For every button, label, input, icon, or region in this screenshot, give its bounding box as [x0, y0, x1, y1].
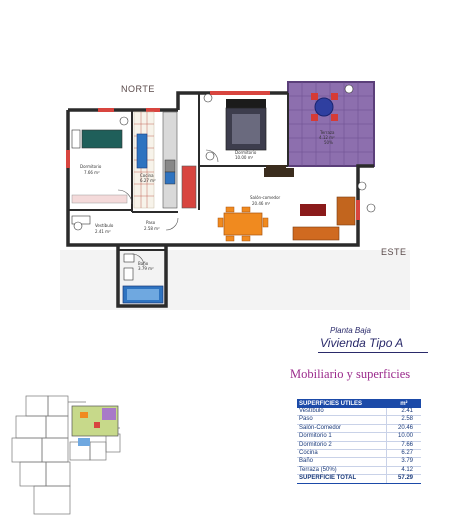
key-plan-furniture-2	[94, 422, 100, 428]
window-markers	[66, 91, 360, 220]
floor-plan: Dormitorio 7.66 m² Cocina 6.27 m² Dormit…	[60, 81, 410, 310]
key-plan	[11, 395, 121, 515]
surfaces-table-header: SUPERFICIES UTILES m²	[297, 399, 421, 408]
dining-table	[223, 212, 263, 236]
floor-caption: Planta Baja	[330, 326, 371, 335]
label-terraza-extra: 50%	[324, 140, 333, 145]
kitchen-table	[136, 133, 148, 169]
key-plan-terrace	[102, 408, 116, 420]
key-plan-bath	[78, 438, 90, 446]
label-bano-name: Baño	[138, 261, 149, 266]
kitchen-appliance	[164, 171, 176, 185]
label-vestibulo-name: Vestíbulo	[95, 223, 114, 228]
label-bano-area: 3.79 m²	[138, 266, 154, 271]
total-value: 57.29	[386, 474, 421, 484]
unit-caption: Vivienda Tipo A	[320, 336, 404, 350]
label-paso-name: Paso	[146, 220, 156, 225]
key-plan-furniture	[80, 412, 88, 418]
washbasin	[123, 253, 135, 263]
label-terraza-area: 4.12 m²	[319, 135, 335, 140]
kitchen-sink	[164, 159, 176, 173]
vestibulo-cabinet	[71, 215, 91, 225]
terrace-grid	[288, 82, 374, 166]
sofa	[292, 226, 340, 241]
inner-walls	[68, 93, 289, 251]
label-terraza-name: Terraza	[319, 130, 335, 135]
compass-east-label: ESTE	[381, 247, 407, 257]
tv-unit	[264, 168, 294, 177]
row-value: 2.58	[386, 415, 421, 425]
bathtub-basin	[127, 289, 159, 300]
row-label: Paso	[297, 415, 387, 425]
row-value: 20.46	[386, 424, 421, 434]
label-vestibulo-area: 2.41 m²	[95, 229, 111, 234]
row-label: Terraza (50%)	[297, 466, 387, 476]
label-cocina-area: 6.27 m²	[140, 178, 156, 183]
compass-north-label: NORTE	[121, 84, 155, 94]
total-label: SUPERFICIE TOTAL	[297, 474, 387, 484]
door-swings	[117, 149, 219, 267]
row-value: 3.79	[386, 457, 421, 467]
kitchen-cabinet	[181, 165, 197, 209]
armchair	[336, 196, 356, 226]
row-value: 10.00	[386, 432, 421, 442]
label-salon-name: Salón-comedor	[250, 195, 281, 200]
surfaces-header-label: SUPERFICIES UTILES	[297, 399, 387, 408]
label-salon-area: 20.46 m²	[252, 201, 271, 206]
section-markers	[73, 84, 376, 231]
surfaces-header-unit: m²	[386, 399, 421, 408]
row-value: 4.12	[386, 466, 421, 476]
row-value: 6.27	[386, 449, 421, 459]
row-label: Vestíbulo	[297, 408, 387, 417]
watermark-area	[60, 250, 410, 310]
terrace-table-set	[311, 93, 338, 121]
row-label: Dormitorio 1	[297, 432, 387, 442]
dining-chairs	[217, 206, 269, 242]
row-value: 2.41	[386, 408, 421, 417]
label-dormitorio1-name: Dormitorio	[235, 150, 257, 155]
bed-dormitorio2	[81, 129, 123, 149]
label-cocina-name: Cocina	[140, 173, 154, 178]
label-dormitorio1-area: 10.00 m²	[235, 155, 254, 160]
label-paso-area: 2.58 m²	[144, 226, 160, 231]
key-plan-outline	[11, 395, 121, 515]
bed-cover	[232, 114, 260, 144]
wardrobe-dormitorio2	[71, 194, 128, 204]
toilet	[123, 267, 134, 281]
row-value: 7.66	[386, 441, 421, 451]
caption-divider	[318, 352, 428, 353]
label-dormitorio2-area: 7.66 m²	[84, 170, 100, 175]
row-label: Cocina	[297, 449, 387, 459]
coffee-table	[300, 204, 326, 216]
section-title: Mobiliario y superficies	[290, 367, 411, 381]
row-label: Dormitorio 2	[297, 441, 387, 451]
nightstand	[71, 129, 81, 149]
label-dormitorio2-name: Dormitorio	[80, 164, 102, 169]
row-label: Salón-Comedor	[297, 424, 387, 434]
row-label: Baño	[297, 457, 387, 467]
table-row: Terraza (50%)4.12	[297, 466, 421, 476]
